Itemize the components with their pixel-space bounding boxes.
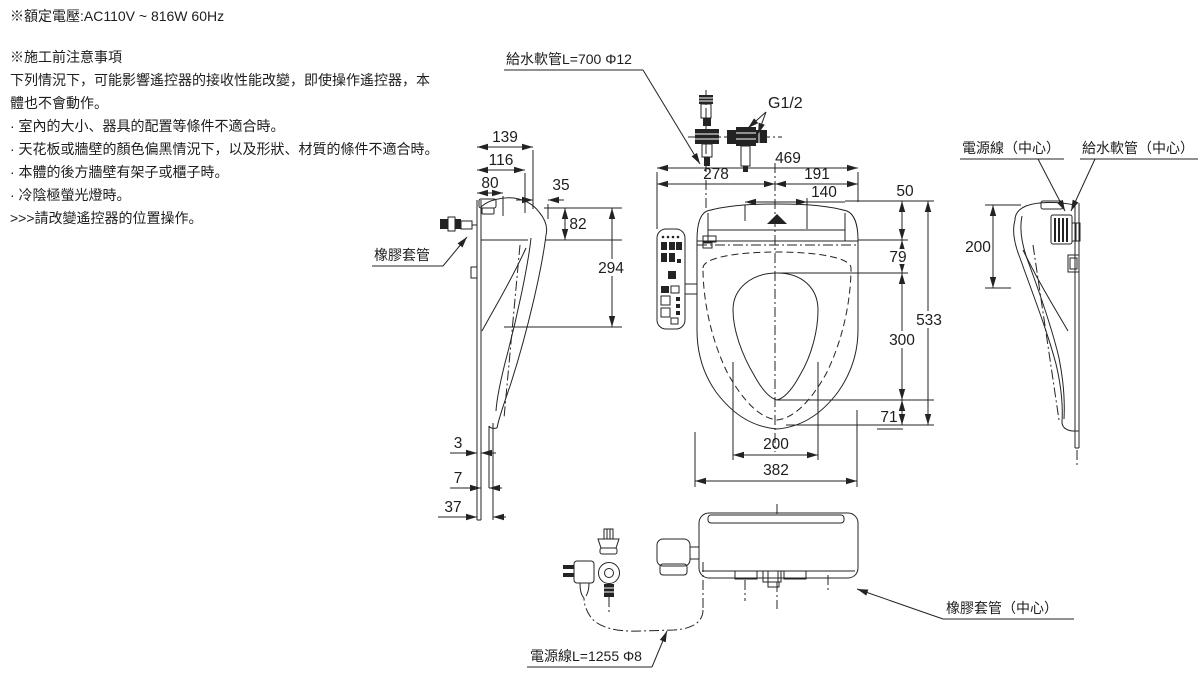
dim-139: 139 [492,129,518,146]
dim-80: 80 [481,175,499,192]
plan-view: 469 278 191 140 50 79 300 [656,150,947,487]
dim-35: 35 [552,177,569,194]
tee-fitting [727,127,767,172]
supply-hose-label: 給水軟管L=700 Φ12 [506,51,632,67]
dim-82: 82 [569,216,586,233]
precaution-bullet: · 室內的大小、器具的配置等條件不適合時。 [10,118,285,134]
rated-power-note: ※額定電壓:AC110V ~ 816W 60Hz [10,8,225,24]
supply-hose-center-label: 給水軟管（中心） [1082,140,1194,156]
dim-469: 469 [775,150,801,167]
power-plug [563,560,595,599]
precaution-heading: ※施工前注意事項 [10,49,122,65]
precaution-line: 體也不會動作。 [10,95,108,111]
dim-382: 382 [763,462,789,479]
dim-140: 140 [811,184,837,201]
rubber-sleeve-center-label: 橡膠套管（中心） [946,600,1058,616]
center-mark [767,214,787,224]
dim-3: 3 [454,435,463,452]
dim-50: 50 [896,183,914,200]
precaution-advice: >>>請改變遙控器的位置操作。 [10,210,203,226]
dim-278: 278 [703,166,729,183]
precaution-bullet: · 冷陰極螢光燈時。 [10,187,131,203]
rubber-sleeve-label: 橡膠套管 [374,247,430,263]
g12-label: G1/2 [768,95,803,112]
dim-37: 37 [444,499,461,516]
rubber-sleeve-fitting [440,216,477,232]
dim-300: 300 [889,332,915,349]
dim-7: 7 [454,470,463,487]
dim-533: 533 [916,312,942,329]
cap-part [597,528,620,555]
front-view: 電源線L=1255 Φ8 橡膠套管（中心） [527,504,1074,668]
power-cord-center-label: 電源線（中心） [962,140,1060,156]
precaution-line: 下列情況下，可能影響遙控器的接收性能改變，即使操作遙控器，本 [10,72,430,88]
dim-116: 116 [489,152,514,169]
operation-panel [656,228,686,330]
precaution-bullet: · 天花板或牆壁的顏色偏黑情況下，以及形狀、材質的條件不適合時。 [10,141,439,157]
power-cord-label: 電源線L=1255 Φ8 [530,648,642,664]
dim-200-side: 200 [965,239,991,256]
supply-fittings: G1/2 給水軟管L=700 Φ12 [504,51,803,208]
dim-71: 71 [880,409,897,426]
precaution-bullet: · 本體的後方牆壁有架子或櫃子時。 [10,164,229,180]
dim-200: 200 [763,436,789,453]
dim-79: 79 [889,249,906,266]
right-side-view: 200 電源線（中心） 給水軟管（中心） [960,140,1198,466]
ground-ring-terminal [598,562,620,613]
dim-294: 294 [598,260,624,277]
dim-191: 191 [804,166,830,183]
left-side-view: 139 116 80 35 82 294 3 7 [372,129,627,521]
notes-block: ※額定電壓:AC110V ~ 816W 60Hz ※施工前注意事項 下列情況下，… [10,5,439,230]
